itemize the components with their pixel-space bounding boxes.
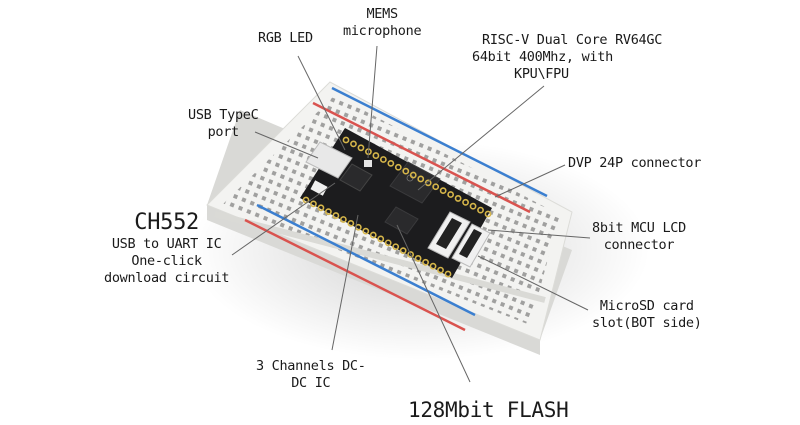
label-line: KPU\FPU	[514, 66, 569, 82]
label-line: MicroSD card	[599, 298, 694, 314]
cpu-chip	[389, 161, 441, 204]
header-pad	[477, 206, 484, 214]
header-pad	[317, 204, 325, 212]
header-pad	[342, 136, 350, 144]
label-dcdc: 3 Channels DC- DC IC	[256, 358, 366, 392]
header-pad	[399, 247, 407, 255]
header-pad	[310, 200, 317, 208]
label-line: 3 Channels DC-	[256, 358, 366, 374]
rail-red-bottom	[244, 218, 466, 332]
label-cpu: RISC-V Dual Core RV64GC 64bit 400Mhz, wi…	[472, 32, 662, 83]
label-flash: 128Mbit FLASH	[408, 398, 569, 422]
header-pad	[432, 183, 440, 191]
fpc-slot	[436, 218, 462, 249]
label-line: 8bit MCU LCD	[592, 220, 686, 236]
label-line: RISC-V Dual Core RV64GC	[482, 32, 663, 48]
header-pad	[454, 195, 462, 202]
label-line: DVP 24P connector	[568, 155, 702, 171]
header-pad	[437, 266, 444, 274]
leader-cpu	[417, 85, 545, 191]
label-line: DC IC	[291, 375, 331, 391]
header-pad	[417, 175, 425, 183]
label-line: port	[207, 124, 240, 140]
header-pad	[347, 219, 355, 227]
leader-rgb-led	[297, 55, 346, 151]
header-pad	[332, 212, 340, 219]
label-microsd: MicroSD card slot(BOT side)	[592, 298, 702, 332]
header-pad	[414, 255, 422, 262]
label-line: One-click	[131, 253, 202, 269]
label-lcd-connector: 8bit MCU LCD connector	[592, 220, 686, 254]
label-dvp-connector: DVP 24P connector	[568, 155, 701, 172]
label-title: CH552	[134, 210, 199, 235]
rail-red-top	[312, 101, 531, 214]
label-mems-microphone: MEMS microphone	[343, 6, 422, 40]
button	[310, 180, 328, 196]
header-pad	[339, 216, 347, 223]
leader-dcdc	[331, 214, 359, 351]
header-pad	[439, 187, 447, 195]
leader-flash	[396, 224, 471, 383]
mems-microphone	[364, 160, 372, 167]
header-pad	[302, 196, 310, 204]
label-ch552: CH552 USB to UART IC One-click download …	[104, 210, 230, 287]
header-pad	[350, 140, 357, 148]
header-pins-top	[342, 136, 492, 218]
leader-ch552	[231, 182, 336, 256]
header-pad	[462, 198, 469, 206]
label-line: slot(BOT side)	[592, 315, 702, 331]
header-pad	[484, 210, 492, 218]
header-pad	[357, 144, 365, 152]
ch552-chip	[339, 163, 373, 192]
fpc-slot	[459, 229, 482, 258]
label-line: RGB LED	[258, 30, 313, 46]
header-pad	[377, 235, 385, 243]
rail-blue-top	[331, 86, 548, 198]
header-pins-bottom	[302, 196, 452, 278]
header-pad	[407, 251, 415, 258]
leader-microsd	[477, 255, 589, 311]
usb-typec-connector	[305, 141, 353, 179]
header-pad	[422, 258, 429, 266]
label-line: MEMS	[366, 6, 398, 22]
header-pad	[409, 171, 417, 179]
header-pad	[469, 202, 477, 210]
header-pad	[392, 243, 400, 251]
label-line: microphone	[343, 23, 422, 39]
label-line: USB TypeC	[188, 107, 259, 123]
header-pad	[394, 163, 402, 171]
header-pad	[379, 156, 387, 163]
label-line: 64bit 400Mhz, with	[472, 49, 613, 65]
header-pad	[372, 152, 380, 159]
rail-blue-bottom	[256, 203, 476, 317]
label-line: USB to UART IC	[111, 236, 222, 252]
header-pad	[447, 191, 455, 198]
header-pad	[325, 208, 332, 216]
header-pad	[384, 239, 392, 247]
leader-lcd	[487, 229, 591, 239]
label-line: download circuit	[104, 270, 230, 286]
leader-usb-typec	[254, 131, 319, 159]
leader-dvp	[494, 164, 566, 198]
header-pad	[444, 270, 452, 278]
label-line: connector	[603, 237, 675, 253]
leader-mems-mic	[367, 45, 378, 159]
header-pad	[429, 262, 437, 270]
label-line: 128Mbit FLASH	[408, 398, 569, 422]
label-usb-typec: USB TypeC port	[188, 107, 259, 141]
header-pad	[402, 167, 410, 175]
header-pad	[387, 159, 395, 167]
label-rgb-led: RGB LED	[258, 30, 313, 47]
header-pad	[369, 231, 377, 239]
header-pad	[362, 227, 370, 235]
header-pad	[424, 179, 432, 187]
